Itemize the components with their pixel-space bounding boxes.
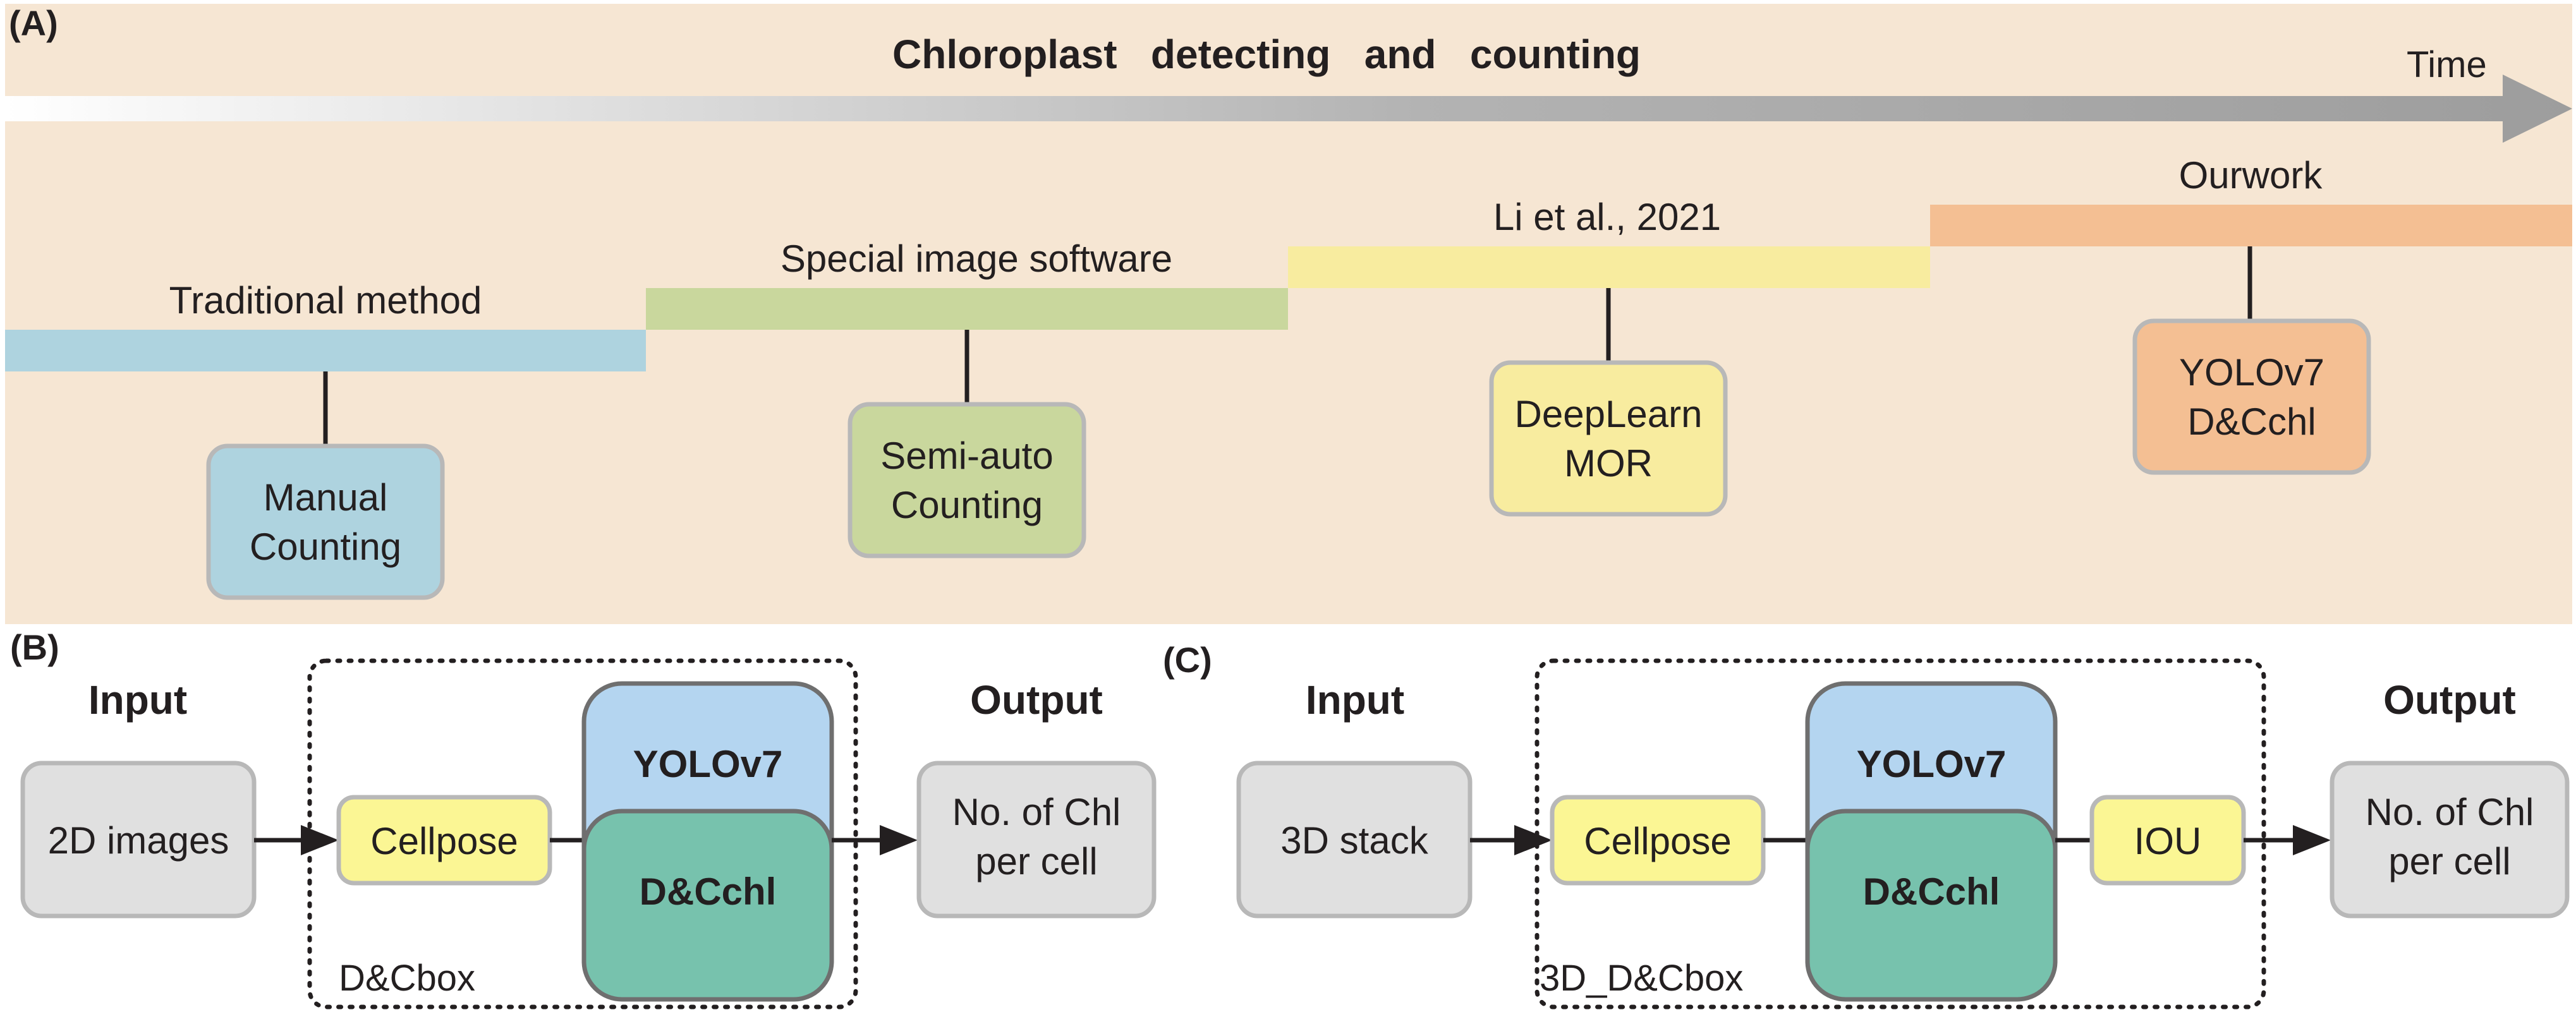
panel-c-label: (C) xyxy=(1163,640,1212,680)
stage-title-traditional: Traditional method xyxy=(169,279,482,322)
panel-c-iou: IOU xyxy=(2089,795,2246,886)
stage-title-software: Special image software xyxy=(781,238,1172,280)
panel-a-title: Chloroplast detecting and counting xyxy=(892,32,1641,77)
method-box-semiauto-line2: Counting xyxy=(891,484,1043,526)
panel-c-yolov7-text: YOLOv7 xyxy=(1857,743,2007,785)
stage-bar-traditional xyxy=(5,330,646,371)
stage-bar-ourwork xyxy=(1930,205,2572,246)
panel-b-dcchl-text: D&Cchl xyxy=(640,870,777,913)
method-box-semiauto-line1: Semi-auto xyxy=(880,435,1053,477)
method-box-yolov7: YOLOv7 D&Cchl xyxy=(2132,318,2371,475)
method-box-deeplearn-line1: DeepLearn xyxy=(1515,393,1703,435)
method-box-semiauto: Semi-auto Counting xyxy=(848,402,1086,558)
panel-a: (A) Chloroplast detecting and counting T… xyxy=(5,3,2572,624)
panel-c-output-title: Output xyxy=(2383,677,2516,723)
panel-b-input-box: 2D images xyxy=(20,761,257,919)
method-box-manual-line2: Counting xyxy=(250,526,401,568)
method-box-deeplearn: DeepLearn MOR xyxy=(1489,360,1728,517)
panel-b-input-title: Input xyxy=(88,677,187,723)
panel-c-iou-text: IOU xyxy=(2134,820,2202,862)
panel-b-input-box-text: 2D images xyxy=(48,819,229,862)
panel-c: (C) Input Output 3D_D&Cbox 3D stack Cell… xyxy=(1163,640,2570,1009)
panel-c-group-label: 3D_D&Cbox xyxy=(1540,958,1743,999)
stage-title-ourwork: Ourwork xyxy=(2179,154,2323,196)
stage-title-deeplearn: Li et al., 2021 xyxy=(1493,196,1721,238)
panel-c-input-box: 3D stack xyxy=(1236,761,1473,919)
panel-b-dcchl: D&Cchl xyxy=(581,809,834,1002)
panel-b-yolov7-text: YOLOv7 xyxy=(633,743,783,785)
time-label: Time xyxy=(2407,44,2487,85)
panel-b: (B) Input Output D&Cbox 2D images Cellpo… xyxy=(10,627,1157,1009)
panel-c-arrowhead-input xyxy=(1514,825,1552,855)
stage-bar-deeplearn xyxy=(1288,246,1930,288)
panel-b-output-box: No. of Chl per cell xyxy=(916,761,1157,919)
panel-b-cellpose-text: Cellpose xyxy=(370,820,518,862)
panel-c-input-title: Input xyxy=(1306,677,1404,723)
panel-c-output-box: No. of Chl per cell xyxy=(2330,761,2570,919)
panel-b-output-title: Output xyxy=(970,677,1103,723)
panel-c-cellpose-text: Cellpose xyxy=(1584,820,1731,862)
panel-b-arrowhead-output xyxy=(880,825,918,855)
panel-c-cellpose: Cellpose xyxy=(1550,795,1766,886)
panel-b-cellpose: Cellpose xyxy=(336,795,552,886)
panel-c-group-box xyxy=(1534,658,2266,1009)
method-box-manual-line1: Manual xyxy=(264,476,388,519)
panel-c-arrowhead-output xyxy=(2293,825,2331,855)
stage-bar-software xyxy=(646,288,1288,330)
panel-c-input-box-text: 3D stack xyxy=(1280,819,1428,862)
panel-a-label: (A) xyxy=(9,3,58,43)
method-box-yolov7-line2: D&Cchl xyxy=(2187,401,2316,443)
panel-b-output-line1: No. of Chl xyxy=(952,791,1121,833)
panel-c-output-line1: No. of Chl xyxy=(2366,791,2534,833)
panel-b-arrowhead-input xyxy=(301,825,339,855)
time-arrow xyxy=(5,75,2572,143)
method-box-manual: Manual Counting xyxy=(206,443,445,600)
panel-c-dcchl-text: D&Cchl xyxy=(1863,870,2000,913)
method-box-deeplearn-line2: MOR xyxy=(1564,442,1653,485)
method-box-yolov7-line1: YOLOv7 xyxy=(2179,351,2324,394)
panel-c-output-line2: per cell xyxy=(2388,840,2510,882)
panel-b-output-line2: per cell xyxy=(975,840,1097,882)
panel-c-dcchl: D&Cchl xyxy=(1805,809,2058,1002)
panel-b-label: (B) xyxy=(10,627,59,667)
panel-b-group-label: D&Cbox xyxy=(339,958,475,999)
